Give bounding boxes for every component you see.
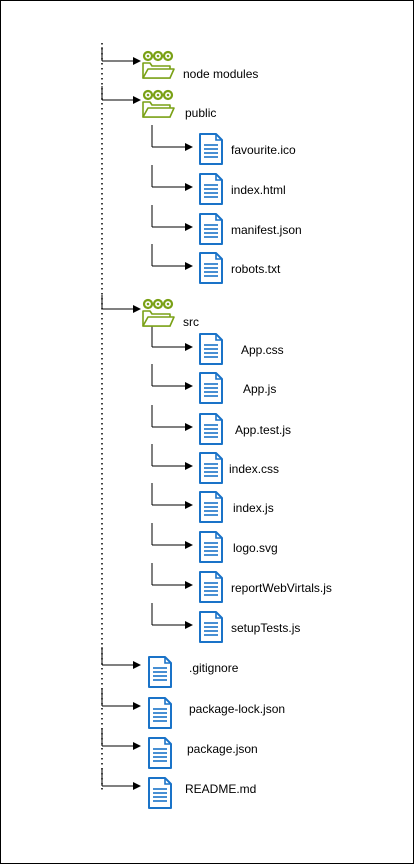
file-icon-logo-svg <box>199 531 223 563</box>
file-icon-favourite-ico <box>199 133 223 165</box>
file-label-logo-svg: logo.svg <box>233 541 278 555</box>
file-icon-gitignore <box>148 656 172 688</box>
file-icon-package-json <box>148 737 172 769</box>
file-label-readme-md: README.md <box>185 782 256 796</box>
file-label-setuptests-js: setupTests.js <box>231 621 300 635</box>
folder-label-src: src <box>183 315 199 329</box>
file-label-gitignore: .gitignore <box>189 661 239 675</box>
file-label-index-html: index.html <box>231 183 286 197</box>
folder-icon-src <box>142 298 175 327</box>
file-label-reportwebvirtals-js: reportWebVirtals.js <box>231 581 332 595</box>
file-label-manifest-json: manifest.json <box>231 223 302 237</box>
file-icon-manifest-json <box>199 213 223 245</box>
file-label-app-js: App.js <box>243 382 276 396</box>
folder-icon-node-modules <box>142 50 175 79</box>
file-icon-app-css <box>199 333 223 365</box>
file-icon-readme-md <box>148 777 172 809</box>
file-label-index-js: index.js <box>233 501 274 515</box>
file-label-robots-txt: robots.txt <box>231 262 281 276</box>
file-icon-reportwebvirtals-js <box>199 571 223 603</box>
file-icon-index-js <box>199 491 223 523</box>
folder-label-node-modules: node modules <box>183 67 258 81</box>
file-label-app-css: App.css <box>241 343 284 357</box>
file-label-package-json: package.json <box>187 742 258 756</box>
file-label-package-lock-json: package-lock.json <box>189 702 285 716</box>
file-label-favourite-ico: favourite.ico <box>231 143 296 157</box>
file-label-index-css: index.css <box>229 462 279 476</box>
file-icon-index-css <box>199 452 223 484</box>
file-icon-setuptests-js <box>199 611 223 643</box>
file-icon-app-js <box>199 372 223 404</box>
file-icon-index-html <box>199 173 223 205</box>
file-icon-robots-txt <box>199 252 223 284</box>
folder-icon-public <box>142 89 175 118</box>
file-icon-app-test-js <box>199 413 223 445</box>
file-label-app-test-js: App.test.js <box>235 423 291 437</box>
folder-label-public: public <box>185 106 216 120</box>
file-icon-package-lock-json <box>148 697 172 729</box>
